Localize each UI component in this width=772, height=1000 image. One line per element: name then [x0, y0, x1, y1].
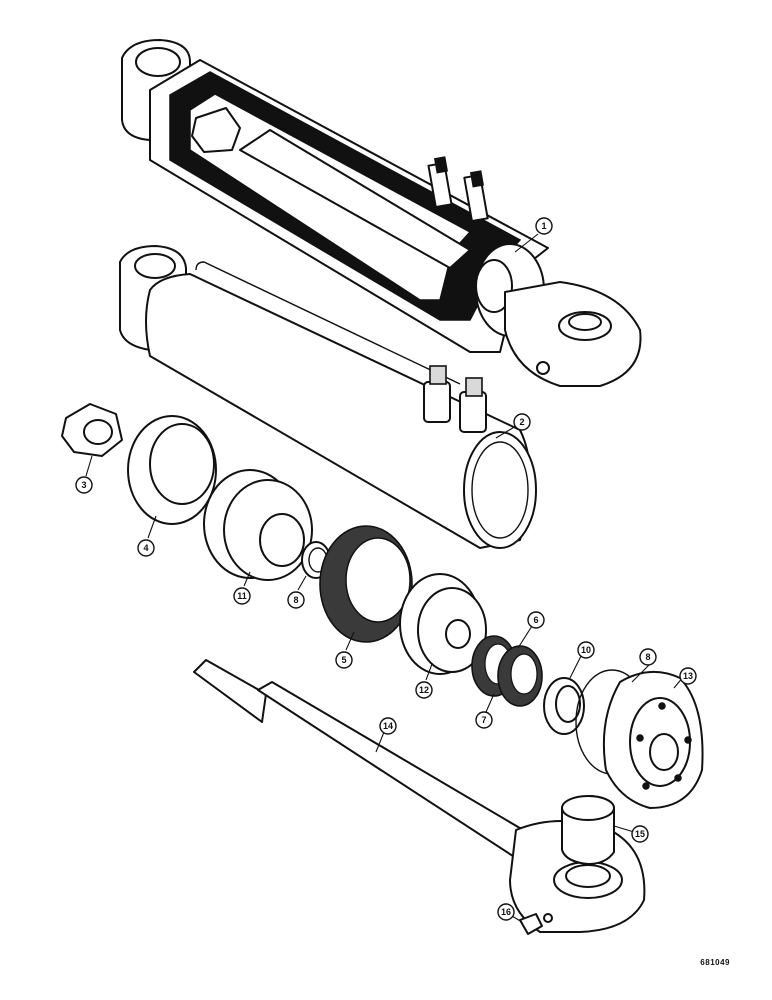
piston-seal-packing [319, 525, 413, 643]
callout-6: 6 [527, 611, 545, 629]
svg-text:3: 3 [81, 480, 86, 490]
svg-text:4: 4 [143, 543, 148, 553]
svg-text:2: 2 [519, 417, 524, 427]
svg-text:10: 10 [581, 645, 591, 655]
cylinder-head [602, 670, 704, 809]
svg-text:6: 6 [533, 615, 538, 625]
callout-11: 11 [233, 587, 251, 605]
svg-text:1: 1 [541, 221, 546, 231]
svg-text:16: 16 [501, 907, 511, 917]
svg-text:8: 8 [645, 652, 650, 662]
callout-1: 1 [535, 217, 553, 235]
cylinder-barrel [119, 245, 537, 549]
callout-16: 16 [497, 903, 515, 921]
grease-fitting [519, 913, 553, 935]
svg-text:14: 14 [383, 721, 393, 731]
piston [203, 469, 313, 581]
callout-2: 2 [513, 413, 531, 431]
callout-3: 3 [75, 476, 93, 494]
callout-4: 4 [137, 539, 155, 557]
piston-washer [399, 573, 487, 675]
callout-8b: 8 [639, 648, 657, 666]
drawing-number: 681049 [700, 958, 730, 967]
bushing [561, 795, 615, 865]
svg-text:15: 15 [635, 829, 645, 839]
svg-text:13: 13 [683, 671, 693, 681]
callout-13: 13 [679, 667, 697, 685]
svg-text:5: 5 [341, 655, 346, 665]
assembled-cylinder-cutaway [121, 39, 642, 387]
svg-text:11: 11 [237, 591, 247, 601]
callout-14: 14 [379, 717, 397, 735]
svg-text:7: 7 [481, 715, 486, 725]
wear-ring [127, 415, 217, 525]
svg-text:8: 8 [293, 595, 298, 605]
callout-15: 15 [631, 825, 649, 843]
callout-7: 7 [475, 711, 493, 729]
callout-10: 10 [577, 641, 595, 659]
callout-5: 5 [335, 651, 353, 669]
callout-12: 12 [415, 681, 433, 699]
rod-seal-pair [471, 635, 543, 707]
svg-text:12: 12 [419, 685, 429, 695]
rod-wiper [543, 677, 585, 735]
callout-8a: 8 [287, 591, 305, 609]
nut [61, 403, 123, 457]
